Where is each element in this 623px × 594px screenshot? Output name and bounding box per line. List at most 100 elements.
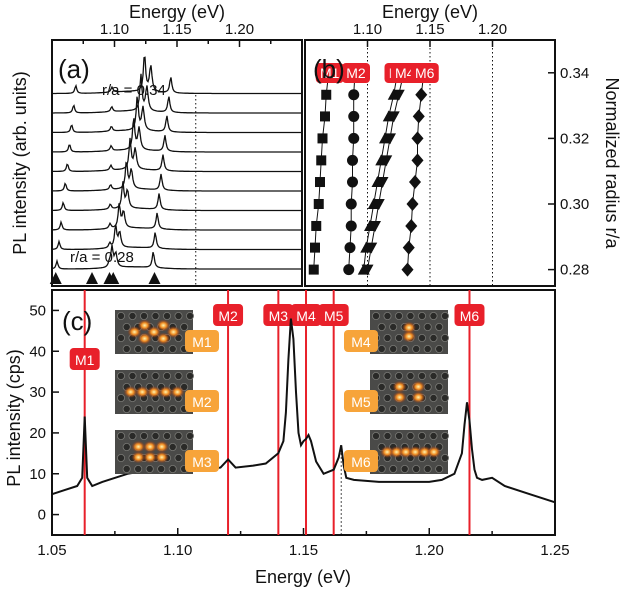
- air-hole: [117, 371, 126, 380]
- air-hole: [122, 464, 131, 473]
- mode-image: M4: [344, 310, 449, 354]
- air-hole: [151, 311, 160, 320]
- panel-b-points: [308, 65, 430, 277]
- air-hole: [429, 333, 438, 342]
- mode-badge-m2: [213, 304, 244, 326]
- air-hole: [429, 311, 438, 320]
- field-spot: [411, 380, 426, 393]
- air-hole: [440, 371, 449, 380]
- panel-c-ytick-label: 40: [29, 343, 46, 360]
- air-hole: [440, 431, 449, 440]
- panel-c-xlabel: Energy (eV): [255, 567, 351, 587]
- air-hole: [134, 344, 143, 353]
- mode-image-label: M4: [351, 334, 371, 350]
- circle-marker: [344, 242, 356, 254]
- ra-top-annotation: r/a = 0.34: [102, 82, 166, 99]
- air-hole: [406, 311, 415, 320]
- panel-c-letter: (c): [62, 306, 92, 336]
- air-hole: [389, 404, 398, 413]
- air-hole: [435, 464, 444, 473]
- field-spot: [147, 326, 161, 338]
- square-marker: [311, 220, 322, 231]
- diamond-marker: [402, 240, 415, 255]
- mode-image-badge: [185, 450, 219, 472]
- air-hole: [417, 431, 426, 440]
- air-hole: [417, 371, 426, 380]
- field-spot: [156, 332, 171, 345]
- air-hole: [174, 431, 183, 440]
- air-hole: [389, 464, 398, 473]
- field-spot: [135, 386, 150, 398]
- air-hole: [174, 371, 183, 380]
- mode-badge-label: M3: [269, 308, 289, 324]
- mode-badge-m4: [291, 304, 322, 326]
- air-hole: [435, 344, 444, 353]
- mode-image-badge: [344, 450, 378, 472]
- air-hole: [377, 322, 386, 331]
- mode-image-badge: [344, 330, 378, 352]
- panel-b-ytick-label: 0.34: [560, 65, 589, 82]
- air-hole: [122, 344, 131, 353]
- mode-image-label: M2: [192, 394, 212, 410]
- mode-badge-label: M2: [346, 65, 366, 81]
- air-hole: [435, 322, 444, 331]
- air-hole: [371, 371, 380, 380]
- square-marker: [321, 89, 332, 100]
- air-hole: [134, 464, 143, 473]
- air-hole: [429, 431, 438, 440]
- air-hole: [377, 382, 386, 391]
- panel-b-letter: (b): [313, 54, 345, 84]
- spectrum-trace: [53, 56, 301, 95]
- panel-c-ylabel: PL intensity (cps): [4, 349, 24, 486]
- mode-image-badge: [344, 390, 378, 412]
- panel-b: 1.101.151.200.280.300.320.34 M1M2M3M4M6 …: [304, 2, 622, 287]
- air-hole: [417, 333, 426, 342]
- square-marker: [313, 199, 324, 209]
- air-hole: [162, 431, 171, 440]
- square-marker: [317, 133, 328, 144]
- triangle-down-marker: [380, 155, 393, 167]
- air-hole: [383, 311, 392, 320]
- air-hole: [406, 371, 415, 380]
- panel-b-ytick-label: 0.30: [560, 196, 589, 213]
- air-hole: [435, 382, 444, 391]
- panel-c-ytick-label: 20: [29, 425, 46, 442]
- spectrum-trace: [52, 225, 301, 251]
- field-spot: [158, 386, 173, 398]
- arrow-marker: [107, 272, 120, 284]
- field-spot: [411, 391, 426, 404]
- air-hole: [174, 311, 183, 320]
- diamond-marker: [401, 262, 414, 277]
- panel-b-xtick-label: 1.20: [478, 21, 507, 38]
- air-hole: [423, 344, 432, 353]
- circle-marker: [343, 264, 355, 276]
- spectrum-trace: [52, 244, 301, 270]
- air-hole: [423, 322, 432, 331]
- air-hole: [383, 371, 392, 380]
- mode-image: M3: [115, 430, 219, 474]
- air-hole: [117, 333, 126, 342]
- mode-image-label: M1: [192, 334, 212, 350]
- mode-image-label: M6: [351, 454, 371, 470]
- panel-b-ytick-label: 0.32: [560, 130, 589, 147]
- air-hole: [145, 464, 154, 473]
- mode-badge-m1: [315, 63, 344, 83]
- spectrum-trace: [53, 96, 301, 134]
- air-hole: [377, 464, 386, 473]
- air-hole: [128, 311, 137, 320]
- mode-badge-label: M2: [218, 308, 238, 324]
- air-hole: [134, 404, 143, 413]
- air-hole: [429, 393, 438, 402]
- field-spot: [166, 326, 181, 338]
- panel-a-xtick-label: 1.15: [162, 21, 191, 38]
- air-hole: [412, 344, 421, 353]
- air-hole: [122, 404, 131, 413]
- spectrum-trace: [53, 161, 301, 192]
- air-hole: [400, 404, 409, 413]
- mode-badge-label: M4: [395, 65, 415, 81]
- air-hole: [389, 344, 398, 353]
- mode-badge-m5: [318, 304, 349, 326]
- air-hole: [174, 453, 183, 462]
- panel-c-xtick-label: 1.10: [163, 542, 192, 559]
- air-hole: [377, 404, 386, 413]
